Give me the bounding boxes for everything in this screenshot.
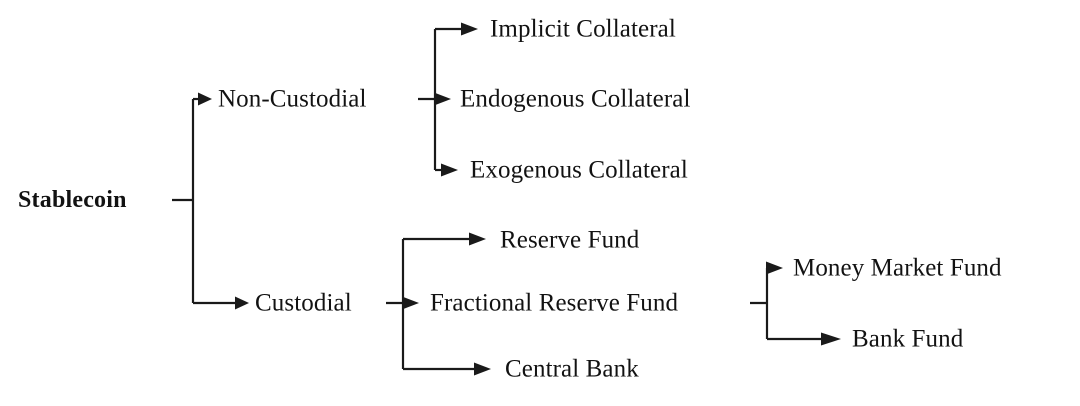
- node-money-market-fund: Money Market Fund: [793, 254, 1002, 282]
- arrowhead-non-custodial: [198, 92, 212, 106]
- arrowhead-endogenous-collateral: [434, 92, 451, 106]
- node-central-bank: Central Bank: [505, 355, 639, 383]
- node-stablecoin: Stablecoin: [18, 187, 127, 213]
- arrowhead-central-bank: [474, 362, 491, 376]
- node-custodial: Custodial: [255, 289, 352, 317]
- node-non-custodial: Non-Custodial: [218, 85, 367, 113]
- node-reserve-fund: Reserve Fund: [500, 226, 640, 254]
- arrowhead-custodial: [235, 296, 249, 310]
- arrowhead-reserve-fund: [469, 232, 486, 246]
- node-bank-fund: Bank Fund: [852, 325, 964, 353]
- arrowhead-exogenous-collateral: [441, 163, 458, 177]
- arrowhead-fractional-reserve-fund: [402, 296, 419, 310]
- arrowhead-implicit-collateral: [461, 22, 478, 36]
- arrowhead-bank-fund: [821, 332, 841, 346]
- node-implicit-collateral: Implicit Collateral: [490, 15, 676, 43]
- node-exogenous-collateral: Exogenous Collateral: [470, 156, 688, 184]
- node-endogenous-collateral: Endogenous Collateral: [460, 85, 691, 113]
- node-fractional-reserve-fund: Fractional Reserve Fund: [430, 289, 679, 317]
- arrowhead-money-market-fund: [766, 261, 783, 275]
